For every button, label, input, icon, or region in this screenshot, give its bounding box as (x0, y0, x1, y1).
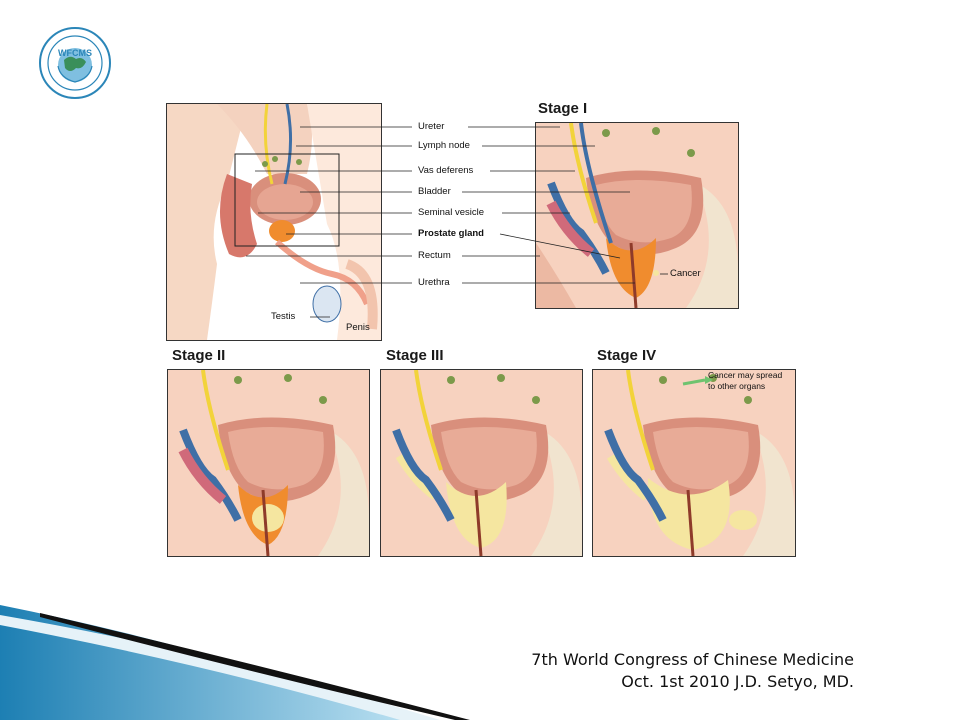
label-testis: Testis (271, 311, 296, 322)
stage1-illustration (535, 122, 739, 309)
stage3-illustration (380, 369, 583, 557)
label-spread-line1: Cancer may spread (708, 370, 783, 380)
logo-text: WFCMS (58, 48, 92, 58)
label-bladder: Bladder (418, 186, 451, 197)
label-spread-line2: to other organs (708, 381, 766, 391)
label-prostate-gland: Prostate gland (418, 228, 484, 239)
label-rectum: Rectum (418, 250, 451, 261)
stage1-title: Stage I (538, 100, 588, 117)
footer-swoosh-decoration (0, 605, 470, 720)
label-urethra: Urethra (418, 277, 450, 288)
anatomy-overview-illustration (166, 103, 382, 341)
stage4-illustration (592, 369, 796, 557)
stage4-title: Stage IV (597, 347, 657, 364)
label-seminal-vesicle: Seminal vesicle (418, 207, 484, 218)
footer-caption-line1: 7th World Congress of Chinese Medicine (531, 650, 854, 669)
footer-caption-line2: Oct. 1st 2010 J.D. Setyo, MD. (621, 672, 854, 691)
stage3-title: Stage III (386, 347, 444, 364)
stage2-title: Stage II (172, 347, 226, 364)
label-lymph-node: Lymph node (418, 140, 470, 151)
label-vas-deferens: Vas deferens (418, 165, 474, 176)
label-cancer: Cancer (670, 268, 701, 279)
wfcms-logo: WFCMS (38, 26, 112, 100)
label-penis: Penis (346, 322, 370, 333)
stage2-illustration (167, 369, 370, 557)
label-ureter: Ureter (418, 121, 445, 132)
